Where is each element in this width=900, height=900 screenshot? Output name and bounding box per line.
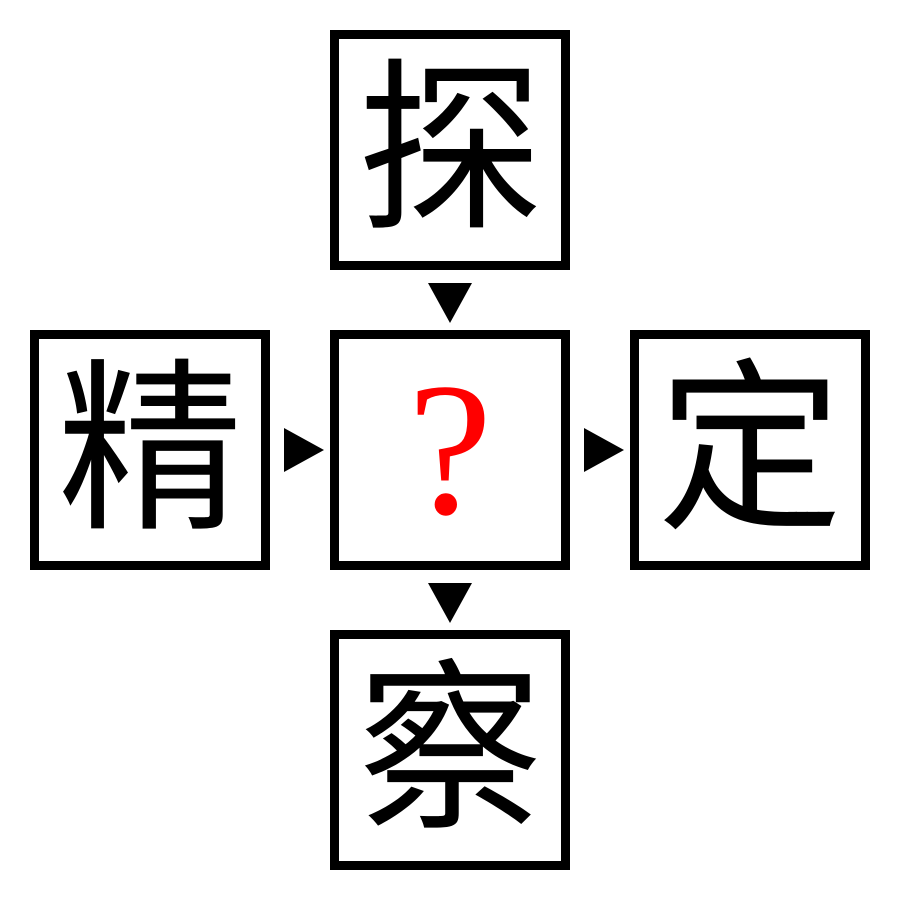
question-mark: ? [407,345,493,555]
kanji-top: 探 [357,41,543,258]
arrow-right-icon [584,428,624,472]
kanji-left: 精 [57,341,243,558]
kanji-box-top: 探 [330,30,570,270]
arrow-down-icon [428,283,472,323]
kanji-box-left: 精 [30,330,270,570]
kanji-box-right: 定 [630,330,870,570]
arrow-right-icon [284,428,324,472]
kanji-box-bottom: 察 [330,630,570,870]
kanji-right: 定 [657,341,843,558]
kanji-bottom: 察 [357,641,543,858]
arrow-down-icon [428,583,472,623]
answer-box-center[interactable]: ? [330,330,570,570]
